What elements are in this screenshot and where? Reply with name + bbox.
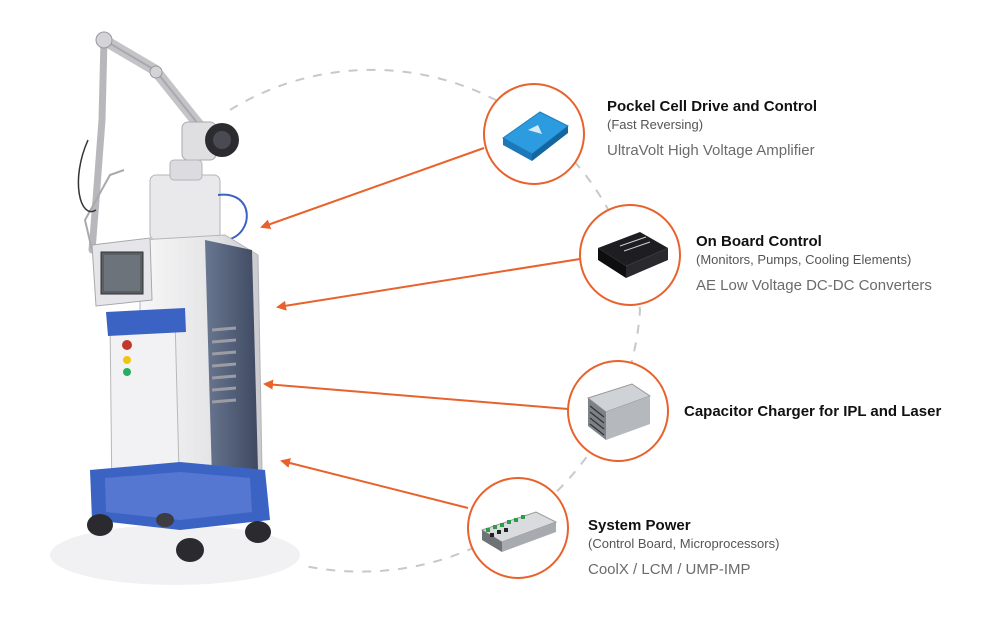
arrow-pockel-cell	[260, 147, 485, 230]
label-capacitor-charger: Capacitor Charger for IPL and Laser	[684, 402, 941, 421]
component-title: Capacitor Charger for IPL and Laser	[684, 403, 942, 420]
arrow-capacitor-charger	[263, 379, 569, 410]
component-product: CoolX / LCM / UMP-IMP	[588, 561, 751, 578]
dc-dc-converter-icon	[598, 232, 668, 278]
pockel-cell-node	[483, 83, 585, 185]
component-subtitle: (Monitors, Pumps, Cooling Elements)	[696, 252, 912, 267]
label-pockel-cell: Pockel Cell Drive and Control (Fast Reve…	[607, 97, 817, 161]
component-title: System Power	[588, 517, 691, 534]
capacitor-charger-icon	[586, 383, 652, 440]
capacitor-charger-node	[567, 360, 669, 462]
component-title: On Board Control	[696, 233, 822, 250]
component-subtitle: (Control Board, Microprocessors)	[588, 536, 780, 551]
label-system-power: System Power (Control Board, Microproces…	[588, 516, 779, 580]
component-title: Pockel Cell Drive and Control	[607, 98, 818, 115]
laser-machine-icon	[50, 31, 300, 585]
on-board-control-node	[579, 204, 681, 306]
component-product: UltraVolt High Voltage Amplifier	[607, 142, 815, 159]
system-power-node	[467, 477, 569, 579]
component-product: AE Low Voltage DC-DC Converters	[696, 277, 932, 294]
arrow-system-power	[280, 458, 469, 509]
label-on-board-control: On Board Control (Monitors, Pumps, Cooli…	[696, 232, 932, 296]
arrow-on-board-control	[276, 258, 581, 311]
power-supply-icon	[480, 511, 558, 552]
component-subtitle: (Fast Reversing)	[607, 117, 704, 132]
amplifier-module-icon	[502, 111, 569, 161]
connector-arrows	[260, 147, 581, 509]
